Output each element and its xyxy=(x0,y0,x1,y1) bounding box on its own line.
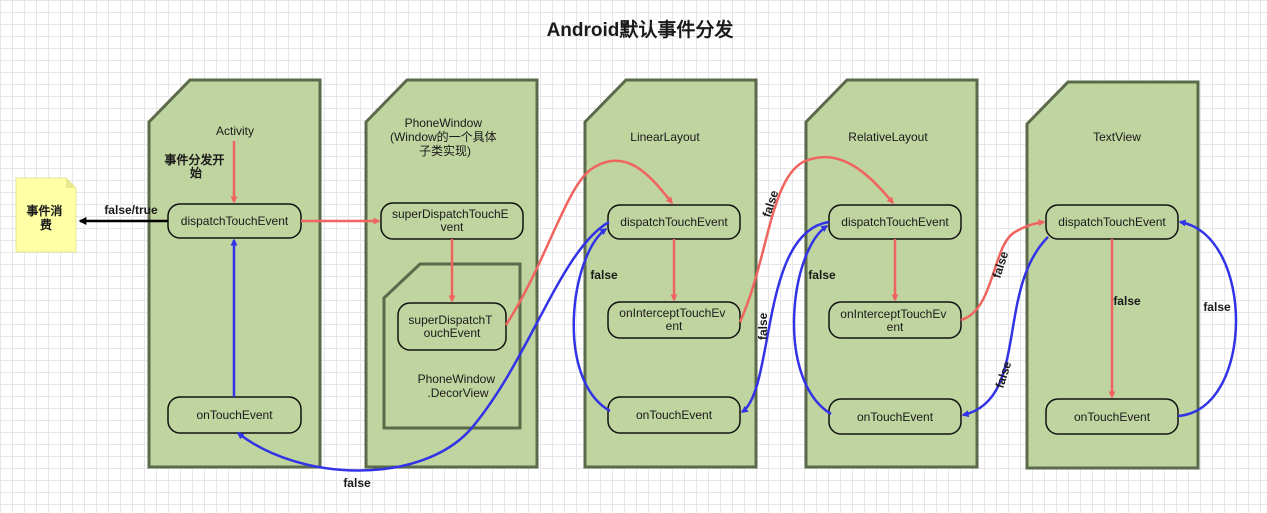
rl-up-label: false xyxy=(993,359,1015,390)
linearlayout-ontouch-node: onTouchEvent xyxy=(607,396,741,434)
svg-text:superDispatchT ouchEvent: superDispatchT ouchEvent xyxy=(408,313,495,340)
diagram-title: Android默认事件分发 xyxy=(547,18,735,41)
to-note-label: false/true xyxy=(104,203,158,217)
svg-text:superDispatchTouchE vent: superDispatchTouchE vent xyxy=(392,207,512,234)
rl-intercept-to-textview-arrow xyxy=(960,219,1046,322)
bottom-return-label: false xyxy=(343,476,371,490)
rl-ontouch-to-dispatch-return xyxy=(792,224,832,416)
svg-text:onInterceptTouchEv ent: onInterceptTouchEv ent xyxy=(840,307,949,334)
svg-text:onTouchEvent: onTouchEvent xyxy=(636,408,713,422)
tv-return-label: false xyxy=(1203,300,1231,314)
relativelayout-container xyxy=(804,78,979,469)
activity-ontouch-node: onTouchEvent xyxy=(167,396,302,434)
ll-return-label: false xyxy=(590,268,618,282)
activity-dispatch-node: dispatchTouchEvent xyxy=(167,203,302,239)
svg-text:dispatchTouchEvent: dispatchTouchEvent xyxy=(841,215,949,229)
rl-dispatch-to-ll-ontouch-return xyxy=(740,220,830,414)
tv-dispatch-to-rl-ontouch-return xyxy=(961,236,1049,418)
note-text: 事件消 费 xyxy=(26,203,65,232)
relativelayout-intercept-node: onInterceptTouchEv ent xyxy=(828,301,962,339)
relativelayout-label: RelativeLayout xyxy=(848,130,928,144)
ll-up-label: false xyxy=(756,312,770,340)
rl-intercept-to-tv-label: false xyxy=(990,249,1012,280)
ll-intercept-to-relativelayout-arrow xyxy=(738,155,894,323)
relativelayout-dispatch-node: dispatchTouchEvent xyxy=(828,204,962,240)
phonewindow-label: PhoneWindow (Window的一个具体 子类实现) xyxy=(390,116,500,158)
svg-text:onTouchEvent: onTouchEvent xyxy=(196,408,273,422)
tv-ontouch-to-dispatch-return xyxy=(1177,219,1238,418)
svg-text:dispatchTouchEvent: dispatchTouchEvent xyxy=(620,215,728,229)
svg-text:onTouchEvent: onTouchEvent xyxy=(857,410,934,424)
phonewindow-superdispatch-node: superDispatchTouchE vent xyxy=(380,202,524,240)
ll-intercept-to-rl-label: false xyxy=(760,188,782,219)
decorview-superdispatch-node: superDispatchT ouchEvent xyxy=(397,302,507,351)
rl-return-label: false xyxy=(808,268,836,282)
svg-text:onTouchEvent: onTouchEvent xyxy=(1074,410,1151,424)
linearlayout-label: LinearLayout xyxy=(630,130,700,144)
decorview-label: PhoneWindow .DecorView xyxy=(418,372,499,400)
activity-label: Activity xyxy=(216,124,254,138)
relativelayout-ontouch-node: onTouchEvent xyxy=(828,398,962,435)
svg-text:dispatchTouchEvent: dispatchTouchEvent xyxy=(1058,215,1166,229)
decor-to-linearlayout-arrow xyxy=(504,159,673,326)
start-label: 事件分发开 始 xyxy=(164,152,227,180)
ll-ontouch-to-dispatch-return xyxy=(572,227,611,413)
linearlayout-intercept-node: onInterceptTouchEv ent xyxy=(607,301,741,339)
tv-dispatch-down-label: false xyxy=(1113,294,1141,308)
svg-text:dispatchTouchEvent: dispatchTouchEvent xyxy=(181,214,289,228)
note-fold xyxy=(66,178,76,188)
svg-text:onInterceptTouchEv ent: onInterceptTouchEv ent xyxy=(619,306,728,333)
ll-dispatch-to-activity-ontouch-return xyxy=(236,220,610,472)
textview-label: TextView xyxy=(1093,130,1141,144)
consumed-note xyxy=(15,177,77,253)
linearlayout-dispatch-node: dispatchTouchEvent xyxy=(607,204,741,240)
textview-dispatch-node: dispatchTouchEvent xyxy=(1045,204,1179,240)
textview-ontouch-node: onTouchEvent xyxy=(1045,398,1179,435)
